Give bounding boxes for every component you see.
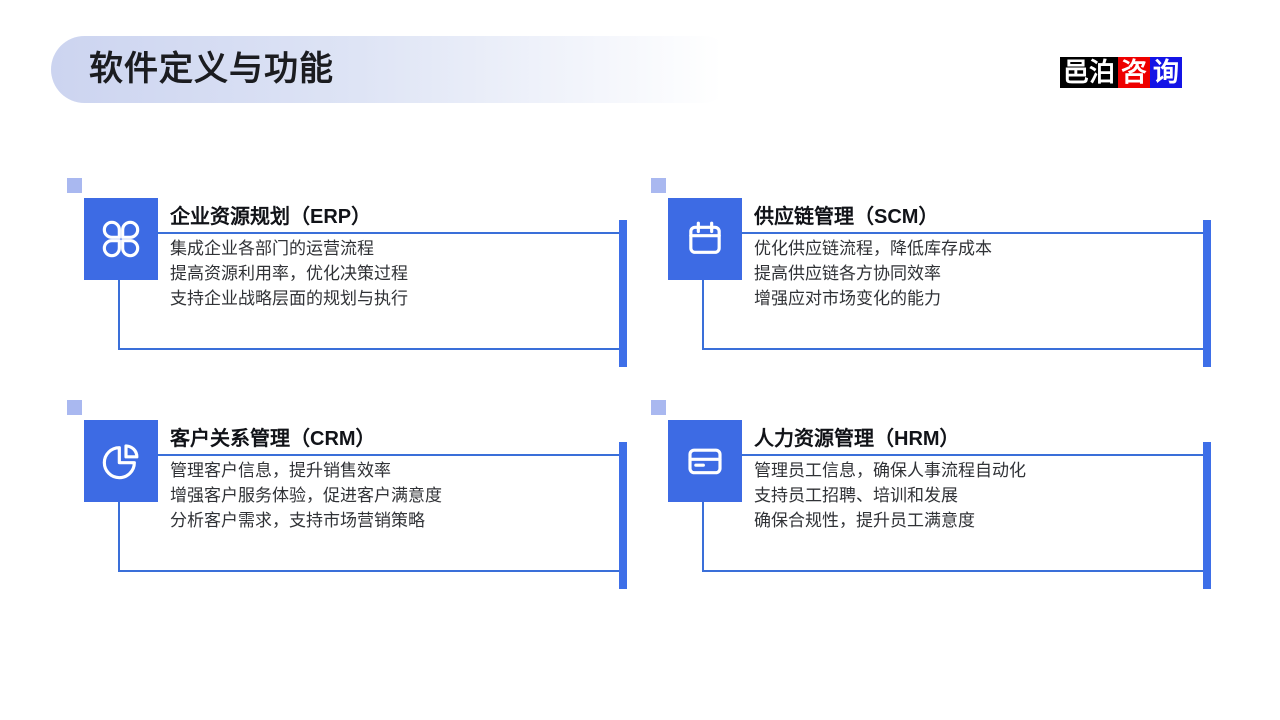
title-underline [157, 454, 619, 456]
card-left-border [118, 502, 120, 571]
corner-deco-square [651, 178, 666, 193]
card-title: 人力资源管理（HRM） [754, 428, 960, 450]
card-line: 管理客户信息，提升销售效率 [170, 461, 391, 480]
card-line: 集成企业各部门的运营流程 [170, 239, 374, 258]
card-bottom-border [702, 348, 1203, 350]
card-line: 支持员工招聘、培训和发展 [754, 486, 958, 505]
credit-card-icon [685, 441, 725, 481]
card-line: 提高供应链各方协同效率 [754, 264, 941, 283]
logo-segment-red: 咨 [1118, 57, 1151, 88]
card-bottom-border [118, 570, 619, 572]
card-bottom-border [118, 348, 619, 350]
card-line: 优化供应链流程，降低库存成本 [754, 239, 992, 258]
page-title: 软件定义与功能 [89, 50, 334, 88]
card-line: 提高资源利用率，优化决策过程 [170, 264, 408, 283]
page-title-banner: 软件定义与功能 [51, 36, 736, 103]
card-title: 供应链管理（SCM） [754, 206, 939, 228]
card-line: 支持企业战略层面的规划与执行 [170, 289, 408, 308]
hrm-icon-tile [668, 420, 742, 502]
card-left-border [118, 280, 120, 349]
card-scm: 供应链管理（SCM） 优化供应链流程，降低库存成本 提高供应链各方协同效率 增强… [651, 178, 1212, 368]
card-line: 确保合规性，提升员工满意度 [754, 511, 975, 530]
calendar-icon [685, 219, 725, 259]
card-hrm: 人力资源管理（HRM） 管理员工信息，确保人事流程自动化 支持员工招聘、培训和发… [651, 400, 1212, 590]
title-underline [157, 232, 619, 234]
card-accent-bar [619, 442, 627, 589]
brand-logo: 邑泊 咨 询 [1060, 57, 1183, 88]
corner-deco-square [67, 400, 82, 415]
apps-grid-icon [101, 219, 141, 259]
pie-chart-icon [101, 441, 141, 481]
card-line: 增强应对市场变化的能力 [754, 289, 941, 308]
card-title: 客户关系管理（CRM） [170, 428, 376, 450]
crm-icon-tile [84, 420, 158, 502]
logo-segment-blue: 询 [1150, 57, 1183, 88]
card-line: 分析客户需求，支持市场营销策略 [170, 511, 425, 530]
erp-icon-tile [84, 198, 158, 280]
title-underline [741, 232, 1203, 234]
card-left-border [702, 502, 704, 571]
card-line: 增强客户服务体验，促进客户满意度 [170, 486, 442, 505]
card-line: 管理员工信息，确保人事流程自动化 [754, 461, 1026, 480]
card-erp: 企业资源规划（ERP） 集成企业各部门的运营流程 提高资源利用率，优化决策过程 … [67, 178, 628, 368]
card-accent-bar [1203, 442, 1211, 589]
card-crm: 客户关系管理（CRM） 管理客户信息，提升销售效率 增强客户服务体验，促进客户满… [67, 400, 628, 590]
card-left-border [702, 280, 704, 349]
card-bottom-border [702, 570, 1203, 572]
card-accent-bar [1203, 220, 1211, 367]
corner-deco-square [651, 400, 666, 415]
scm-icon-tile [668, 198, 742, 280]
card-title: 企业资源规划（ERP） [170, 206, 372, 228]
title-underline [741, 454, 1203, 456]
logo-segment-black: 邑泊 [1060, 57, 1119, 88]
card-accent-bar [619, 220, 627, 367]
corner-deco-square [67, 178, 82, 193]
